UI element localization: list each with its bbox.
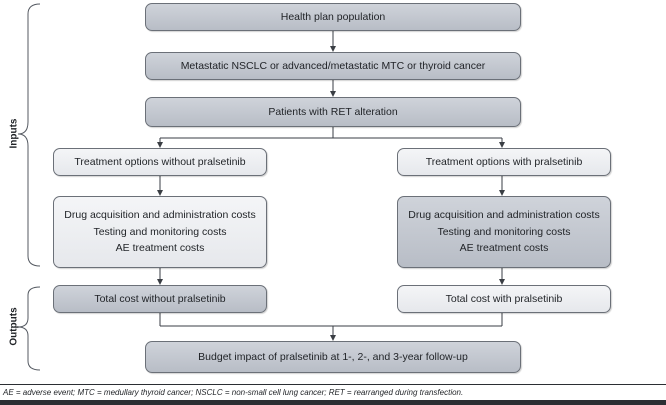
options-without-box: Treatment options without pralsetinib bbox=[53, 148, 267, 176]
options-with-box: Treatment options with pralsetinib bbox=[397, 148, 611, 176]
costs-without-drug: Drug acquisition and administration cost… bbox=[64, 209, 256, 222]
costs-with-box: Drug acquisition and administration cost… bbox=[397, 196, 611, 268]
total-without-text: Total cost without pralsetinib bbox=[94, 293, 226, 305]
population-text: Health plan population bbox=[280, 11, 386, 23]
population-box: Health plan population bbox=[145, 3, 521, 31]
costs-with-ae: AE treatment costs bbox=[459, 242, 549, 255]
outputs-label: Outputs bbox=[8, 307, 20, 346]
options-without-text: Treatment options without pralsetinib bbox=[74, 156, 246, 168]
ret-patients-box: Patients with RET alteration bbox=[145, 97, 521, 127]
inputs-brace bbox=[17, 3, 41, 267]
footnote-rule bbox=[0, 384, 666, 385]
budget-impact-text: Budget impact of pralsetinib at 1-, 2-, … bbox=[198, 351, 468, 363]
total-with-box: Total cost with pralsetinib bbox=[397, 285, 611, 313]
disease-text: Metastatic NSCLC or advanced/metastatic … bbox=[180, 60, 486, 72]
budget-impact-box: Budget impact of pralsetinib at 1-, 2-, … bbox=[145, 341, 521, 373]
total-with-text: Total cost with pralsetinib bbox=[445, 293, 563, 305]
costs-without-box: Drug acquisition and administration cost… bbox=[53, 196, 267, 268]
footnote: AE = adverse event; MTC = medullary thyr… bbox=[3, 388, 464, 397]
inputs-label: Inputs bbox=[8, 118, 20, 149]
disease-box: Metastatic NSCLC or advanced/metastatic … bbox=[145, 52, 521, 80]
costs-with-testing: Testing and monitoring costs bbox=[437, 225, 571, 238]
costs-with-drug: Drug acquisition and administration cost… bbox=[408, 209, 600, 222]
total-without-box: Total cost without pralsetinib bbox=[53, 285, 267, 313]
ret-patients-text: Patients with RET alteration bbox=[268, 106, 398, 118]
outputs-brace bbox=[17, 286, 41, 371]
costs-without-testing: Testing and monitoring costs bbox=[93, 225, 227, 238]
costs-without-ae: AE treatment costs bbox=[115, 242, 205, 255]
options-with-text: Treatment options with pralsetinib bbox=[425, 156, 583, 168]
bottom-band bbox=[0, 400, 666, 405]
